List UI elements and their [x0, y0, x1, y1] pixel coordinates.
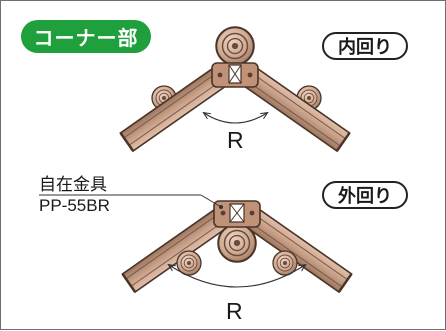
part-leader-line: [39, 194, 223, 209]
radius-label-top: R: [227, 127, 244, 153]
outer-turn-label: 外回り: [322, 181, 408, 209]
part-code: PP-55BR: [39, 196, 110, 215]
outer-joint-bracket: [213, 200, 261, 228]
inner-turn-label: 内回り: [322, 32, 408, 60]
radius-label-bottom: R: [226, 298, 243, 324]
section-badge: コーナー部: [21, 20, 151, 53]
inner-joint-bracket: [211, 62, 259, 88]
outer-corner-assembly: [121, 200, 353, 294]
inner-corner-assembly: [119, 26, 351, 153]
part-name: 自在金具: [39, 175, 107, 195]
